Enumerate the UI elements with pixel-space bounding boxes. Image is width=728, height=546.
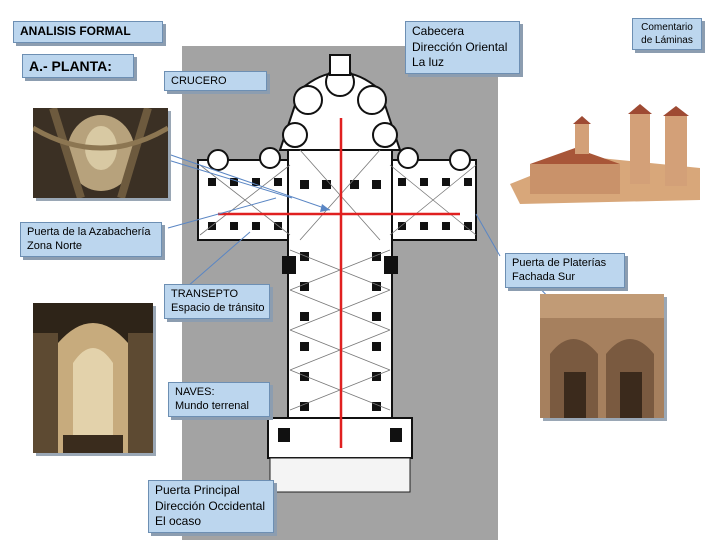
- interior-nave-photo: [33, 303, 153, 453]
- label-platerias: Puerta de Platerías Fachada Sur: [505, 253, 625, 288]
- dome-photo: [33, 108, 168, 198]
- label-cabecera: Cabecera Dirección Oriental La luz: [405, 21, 520, 74]
- pillars: [208, 178, 472, 442]
- label-naves: NAVES: Mundo terrenal: [168, 382, 270, 417]
- section-title: A.- PLANTA:: [22, 54, 134, 79]
- slide-header: ANALISIS FORMAL: [13, 21, 163, 43]
- label-transepto: TRANSEPTO Espacio de tránsito: [164, 284, 270, 319]
- axis-lines: [218, 118, 460, 448]
- platerias-portal-photo: [540, 294, 664, 418]
- exterior-model-photo: [500, 104, 710, 210]
- label-azabacheria: Puerta de la Azabachería Zona Norte: [20, 222, 162, 257]
- comentario-button[interactable]: Comentario de Láminas: [632, 18, 702, 50]
- label-crucero: CRUCERO: [164, 71, 267, 92]
- label-puerta-principal: Puerta Principal Dirección Occidental El…: [148, 480, 274, 533]
